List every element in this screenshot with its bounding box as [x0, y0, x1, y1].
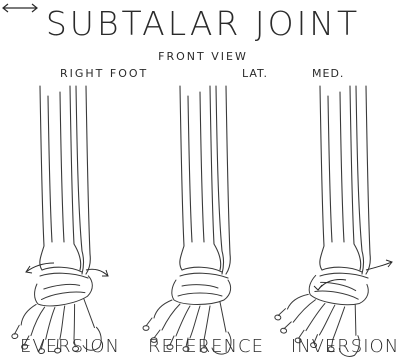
caption-eversion: EVERSION — [5, 336, 135, 357]
caption-inversion: INVERSION — [280, 336, 406, 357]
caption-reference: REFERENCE — [141, 336, 271, 357]
eversion-foot-drawing — [4, 86, 108, 362]
inversion-foot-drawing — [270, 86, 392, 358]
reference-foot-drawing — [143, 86, 231, 354]
